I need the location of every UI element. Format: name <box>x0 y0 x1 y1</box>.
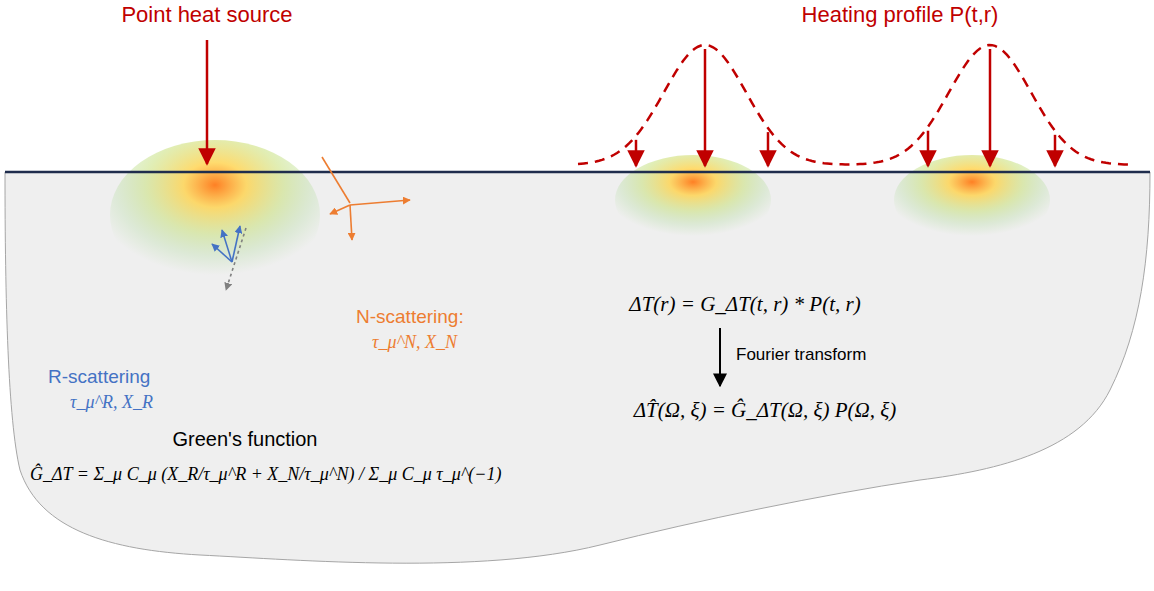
heat-spot <box>110 140 320 290</box>
r-scattering-arrows <box>212 226 246 290</box>
heat-arrow <box>635 140 638 166</box>
equation: ΔT̂(Ω, ξ) = Ĝ_ΔT(Ω, ξ) P(Ω, ξ) <box>634 398 896 422</box>
n-scattering-arrows <box>322 157 410 240</box>
heat-arrow <box>989 49 992 166</box>
profile-curve <box>578 45 1130 165</box>
heat-arrow <box>767 132 770 166</box>
heat-arrow <box>927 131 930 166</box>
heating-profile <box>578 45 1130 166</box>
scattering-label: N-scattering: <box>356 306 464 328</box>
title-label: Heating profile P(t,r) <box>802 2 999 27</box>
heat-spot <box>894 155 1050 245</box>
heat-arrow <box>206 40 209 164</box>
equation: Ĝ_ΔT = Σ_μ C_μ (X_R/τ_μ^R + X_N/τ_μ^N) /… <box>30 464 501 485</box>
heading-label: Green's function <box>172 428 317 451</box>
equation: ΔT(r) = G_ΔT(t, r) * P(t, r) <box>629 292 860 316</box>
heat-arrow <box>704 49 707 166</box>
surface-line <box>5 171 1150 174</box>
heat-spot <box>615 155 771 245</box>
heat-arrow <box>1054 135 1057 166</box>
fourier-arrow <box>719 328 721 386</box>
scattering-label: R-scattering <box>48 366 150 388</box>
scattering-params: τ_μ^R, X_R <box>70 392 153 413</box>
scattering-params: τ_μ^N, X_N <box>372 332 457 353</box>
title-label: Point heat source <box>121 2 292 27</box>
annotation: Fourier transform <box>736 345 866 365</box>
